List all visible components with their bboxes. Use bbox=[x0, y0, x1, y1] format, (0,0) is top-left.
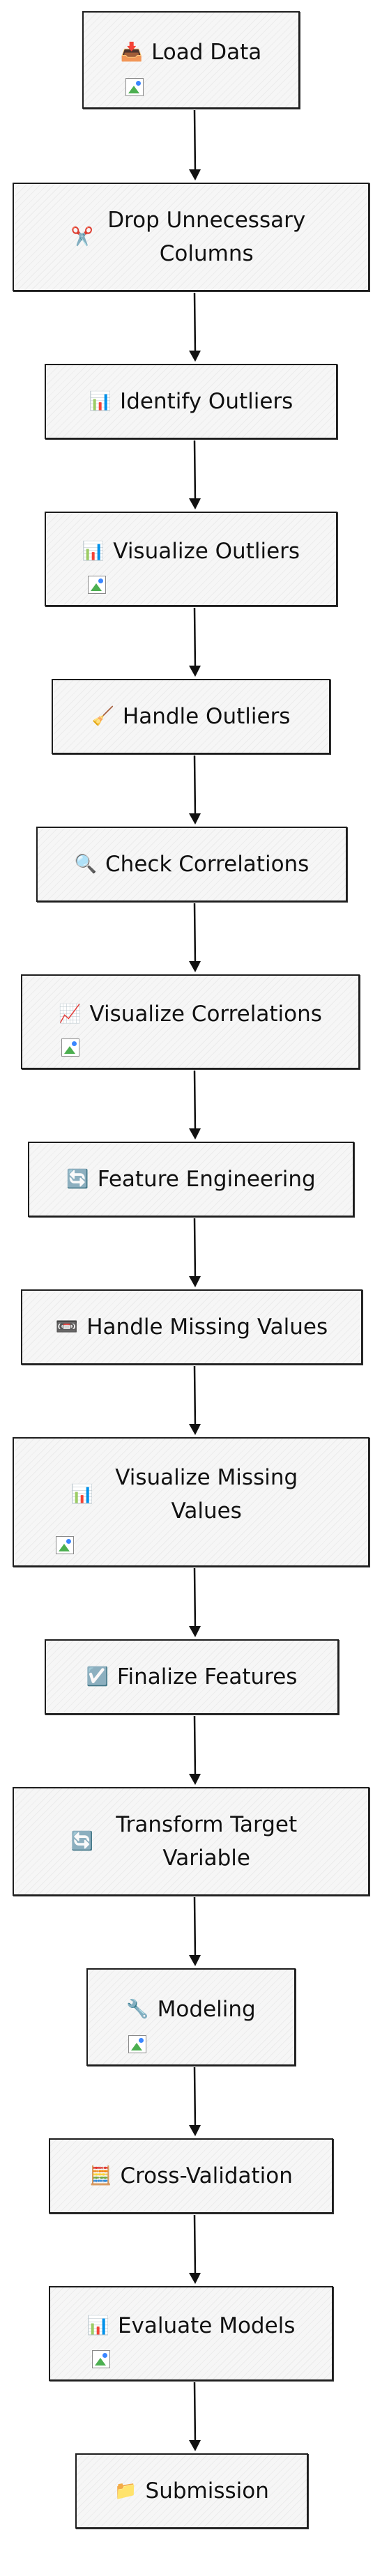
abacus-icon: 🧮 bbox=[89, 2165, 112, 2186]
node-text: Feature Engineering bbox=[97, 1167, 316, 1192]
edge-arrow bbox=[189, 1567, 201, 1637]
node-modeling: 🔧 Modeling bbox=[86, 1968, 296, 2066]
node-text: Visualize Missing Values bbox=[115, 1465, 298, 1524]
node-label: ✂️ Drop Unnecessary Columns bbox=[71, 204, 311, 270]
edge-arrow bbox=[189, 2382, 201, 2451]
edge-arrow bbox=[189, 1365, 201, 1435]
node-label: 📊 Evaluate Models bbox=[87, 2309, 296, 2343]
node-text: Identify Outliers bbox=[120, 389, 293, 414]
node-visualize-corr: 📈 Visualize Correlations bbox=[21, 974, 360, 1069]
broken-image-icon bbox=[61, 1038, 79, 1057]
node-text: Drop Unnecessary Columns bbox=[107, 208, 306, 266]
edge-arrow bbox=[189, 607, 201, 677]
line-chart-icon: 📈 bbox=[59, 1004, 82, 1025]
edge-arrow bbox=[189, 903, 201, 972]
node-label: 🔄 Feature Engineering bbox=[66, 1163, 315, 1196]
node-label: 📊 Visualize Missing Values bbox=[71, 1461, 311, 1528]
node-text: Handle Outliers bbox=[122, 704, 291, 729]
node-evaluate: 📊 Evaluate Models bbox=[49, 2286, 333, 2381]
edge-arrow bbox=[189, 1218, 201, 1287]
node-label: 📊 Identify Outliers bbox=[89, 385, 293, 418]
inbox-tray-icon: 📥 bbox=[120, 42, 144, 63]
node-identify: 📊 Identify Outliers bbox=[45, 364, 337, 439]
refresh-icon: 🔄 bbox=[70, 1831, 94, 1852]
node-label: 📁 Submission bbox=[114, 2474, 269, 2508]
node-cv: 🧮 Cross-Validation bbox=[49, 2138, 333, 2214]
edge-arrow bbox=[189, 2067, 201, 2136]
broken-image-icon bbox=[125, 78, 144, 96]
cassette-icon: 📼 bbox=[55, 1317, 79, 1337]
broken-image-icon bbox=[56, 1536, 74, 1554]
node-finalize: ☑️ Finalize Features bbox=[45, 1639, 339, 1715]
node-handle-outliers: 🧹 Handle Outliers bbox=[52, 679, 330, 754]
node-drop: ✂️ Drop Unnecessary Columns bbox=[13, 183, 369, 291]
node-check-corr: 🔍 Check Correlations bbox=[36, 827, 347, 902]
refresh-icon: 🔄 bbox=[66, 1169, 89, 1190]
node-label: ☑️ Finalize Features bbox=[86, 1660, 298, 1694]
node-text: Transform Target Variable bbox=[116, 1812, 298, 1871]
broken-image-icon bbox=[128, 2035, 146, 2053]
bar-chart-icon: 📊 bbox=[70, 1484, 94, 1505]
edge-arrow bbox=[189, 1715, 201, 1785]
edge-arrow bbox=[189, 1896, 201, 1966]
broken-image-icon bbox=[92, 2350, 110, 2368]
node-label: 📼 Handle Missing Values bbox=[56, 1310, 328, 1344]
broom-icon: 🧹 bbox=[91, 706, 114, 727]
node-text: Load Data bbox=[151, 40, 262, 65]
node-submission: 📁 Submission bbox=[75, 2453, 308, 2529]
edge-arrow bbox=[189, 1070, 201, 1140]
bar-chart-icon: 📊 bbox=[89, 391, 112, 412]
edge-arrow bbox=[189, 109, 201, 181]
node-text: Cross-Validation bbox=[120, 2163, 293, 2188]
node-label: 🔍 Check Correlations bbox=[75, 848, 310, 881]
bar-chart-icon: 📊 bbox=[86, 2315, 109, 2336]
wrench-icon: 🔧 bbox=[126, 1999, 149, 2020]
magnifier-icon: 🔍 bbox=[74, 854, 98, 875]
edge-arrow bbox=[189, 440, 201, 509]
edge-arrow bbox=[189, 2214, 201, 2284]
edge-arrow bbox=[189, 292, 201, 362]
node-label: 🔄 Transform Target Variable bbox=[71, 1808, 311, 1875]
node-transform: 🔄 Transform Target Variable bbox=[13, 1787, 369, 1896]
bar-chart-icon: 📊 bbox=[82, 541, 105, 562]
scissors-icon: ✂️ bbox=[70, 227, 94, 247]
node-label: 🧹 Handle Outliers bbox=[92, 700, 291, 733]
node-text: Finalize Features bbox=[116, 1664, 298, 1689]
node-label: 📈 Visualize Correlations bbox=[59, 997, 322, 1031]
node-text: Modeling bbox=[157, 1997, 256, 2022]
node-text: Visualize Correlations bbox=[89, 1002, 322, 1027]
node-text: Evaluate Models bbox=[117, 2313, 296, 2338]
broken-image-icon bbox=[88, 576, 106, 594]
node-visualize-outliers: 📊 Visualize Outliers bbox=[45, 512, 337, 606]
checkbox-icon: ☑️ bbox=[86, 1666, 109, 1687]
node-text: Visualize Outliers bbox=[113, 539, 300, 564]
node-load: 📥 Load Data bbox=[82, 11, 300, 109]
node-label: 🧮 Cross-Validation bbox=[89, 2159, 293, 2193]
node-text: Handle Missing Values bbox=[86, 1314, 328, 1340]
node-label: 📥 Load Data bbox=[121, 36, 262, 69]
node-visualize-missing: 📊 Visualize Missing Values bbox=[13, 1437, 369, 1567]
edge-arrow bbox=[189, 755, 201, 825]
node-text: Check Correlations bbox=[105, 852, 310, 877]
folder-icon: 📁 bbox=[114, 2481, 137, 2501]
node-label: 🔧 Modeling bbox=[126, 1993, 255, 2026]
node-text: Submission bbox=[145, 2478, 269, 2504]
node-missing: 📼 Handle Missing Values bbox=[21, 1289, 363, 1365]
node-feature-eng: 🔄 Feature Engineering bbox=[28, 1142, 354, 1217]
node-label: 📊 Visualize Outliers bbox=[82, 535, 300, 568]
